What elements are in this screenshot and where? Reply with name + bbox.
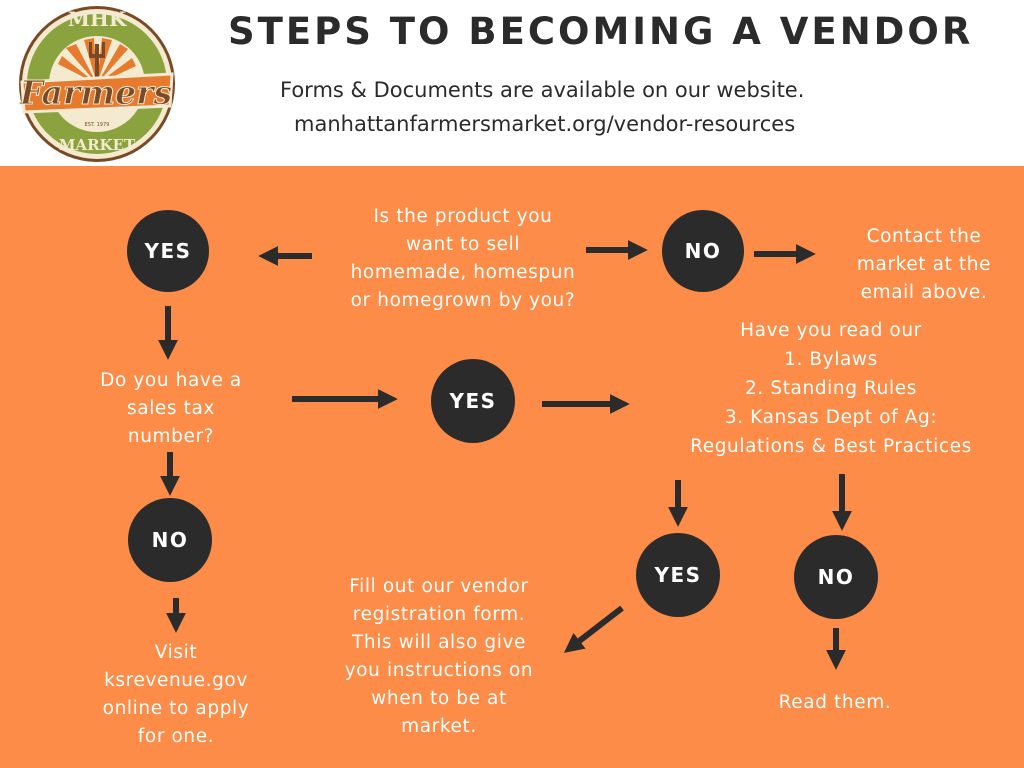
logo-top-text: MHK xyxy=(68,7,127,31)
logo-fork-icon xyxy=(89,42,105,90)
result-visit-ksrevenue: Visit ksrevenue.gov online to apply for … xyxy=(86,639,266,751)
logo-sunburst-icon xyxy=(58,38,136,84)
result-fill-line: you instructions on xyxy=(344,660,534,681)
result-visit-line: ksrevenue.gov xyxy=(104,670,248,691)
question-read-line: 1. Bylaws xyxy=(784,349,878,370)
question-product-line: or homegrown by you? xyxy=(350,290,576,311)
question-product: Is the product you want to sell homemade… xyxy=(334,203,592,315)
yes-node-product: YES xyxy=(127,210,209,292)
website-url-text: manhattanfarmersmarket.org/vendor-resour… xyxy=(294,112,796,136)
result-read-them: Read them. xyxy=(760,689,910,717)
result-visit-line: online to apply xyxy=(102,698,250,719)
result-fill-line: This will also give xyxy=(351,632,527,653)
question-sales-tax: Do you have a sales tax number? xyxy=(86,367,256,451)
forms-info-text: Forms & Documents are available on our w… xyxy=(280,78,805,102)
question-read-documents: Have you read our 1. Bylaws 2. Standing … xyxy=(668,316,994,461)
result-contact-line: market at the xyxy=(856,254,992,275)
header: MHK Farmers EST. 1979 MARKET STEPS TO BE… xyxy=(0,0,1024,166)
farmers-market-logo: MHK Farmers EST. 1979 MARKET xyxy=(18,6,175,162)
arrow-yes-to-fill-form xyxy=(563,605,624,653)
no-node-product: NO xyxy=(662,210,744,292)
page-title: STEPS TO BECOMING A VENDOR xyxy=(228,10,974,53)
no-node-read: NO xyxy=(794,535,878,619)
result-fill-line: registration form. xyxy=(352,604,526,625)
result-fill-registration-form: Fill out our vendor registration form. T… xyxy=(330,573,548,741)
logo-est-text: EST. 1979 xyxy=(85,122,110,128)
yes-node-read: YES xyxy=(636,533,720,617)
question-product-line: want to sell xyxy=(405,234,521,255)
question-read-line: Have you read our xyxy=(740,320,922,341)
result-read-them-line: Read them. xyxy=(778,692,892,713)
result-contact-line: Contact the xyxy=(866,226,982,247)
question-product-line: Is the product you xyxy=(373,206,553,227)
question-tax-line: sales tax xyxy=(127,398,215,419)
logo-bottom-text: MARKET xyxy=(59,136,136,154)
result-fill-line: Fill out our vendor xyxy=(349,576,529,597)
result-visit-line: for one. xyxy=(137,726,215,747)
question-read-line: Regulations & Best Practices xyxy=(690,436,972,457)
question-product-line: homemade, homespun xyxy=(350,262,576,283)
question-tax-line: number? xyxy=(127,426,215,447)
result-fill-line: market. xyxy=(401,716,477,737)
no-node-tax: NO xyxy=(128,498,212,582)
result-contact-line: email above. xyxy=(860,282,988,303)
yes-node-tax: YES xyxy=(431,359,515,443)
logo-script-text: Farmers xyxy=(19,73,172,112)
result-contact-market: Contact the market at the email above. xyxy=(846,223,1002,307)
question-read-line: 2. Standing Rules xyxy=(745,378,917,399)
result-visit-line: Visit xyxy=(154,642,198,663)
result-fill-line: when to be at xyxy=(371,688,507,709)
question-read-line: 3. Kansas Dept of Ag: xyxy=(724,407,938,428)
question-tax-line: Do you have a xyxy=(100,370,242,391)
